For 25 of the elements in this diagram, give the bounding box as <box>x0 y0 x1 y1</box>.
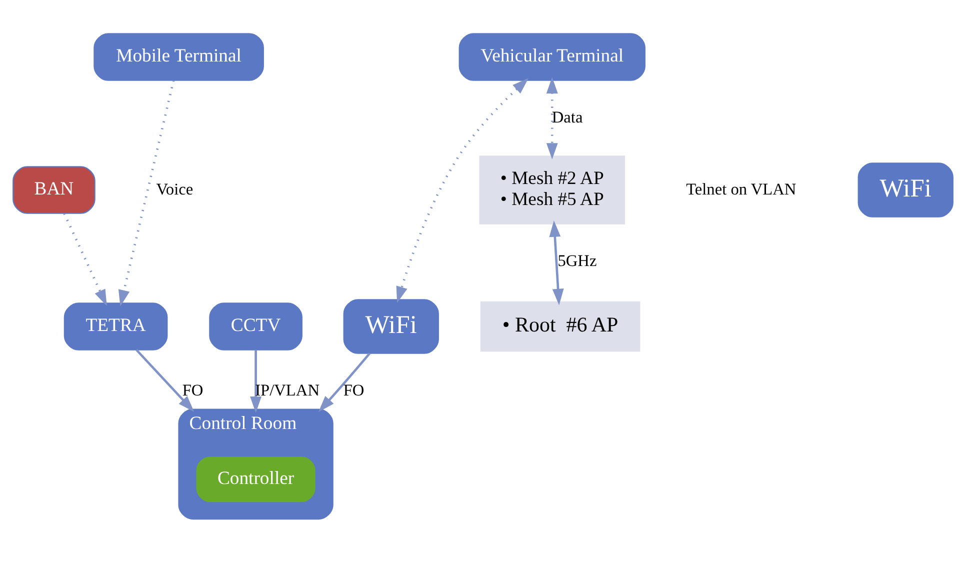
arrow <box>136 349 194 412</box>
node-box: TETRA <box>64 302 168 350</box>
arrow <box>396 78 529 303</box>
node-box: CCTV <box>209 302 302 350</box>
arrow <box>63 213 107 306</box>
node-box: BAN <box>12 166 96 214</box>
node-box: • Mesh #2 AP • Mesh #5 AP <box>479 156 626 224</box>
node-box: • Root #6 AP <box>480 301 640 352</box>
arrow <box>118 80 175 306</box>
edge-label: FO <box>182 380 204 400</box>
edge-label: 5GHz <box>558 251 597 270</box>
node-box: Mobile Terminal <box>94 33 264 81</box>
edge-label: FO <box>343 380 364 400</box>
arrow <box>250 350 262 413</box>
edge-label: IP/VLAN <box>255 380 320 400</box>
arrow <box>549 220 564 306</box>
label: Telnet on VLAN <box>686 179 796 198</box>
edge-label: Data <box>552 108 583 127</box>
node-box: Vehicular Terminal <box>458 33 646 81</box>
node-box: WiFi <box>858 162 954 218</box>
arrow <box>546 77 558 160</box>
edge-label: Voice <box>156 179 194 198</box>
node-box: Controller <box>195 455 316 504</box>
arrow <box>318 352 371 412</box>
node-box: WiFi <box>343 299 439 354</box>
